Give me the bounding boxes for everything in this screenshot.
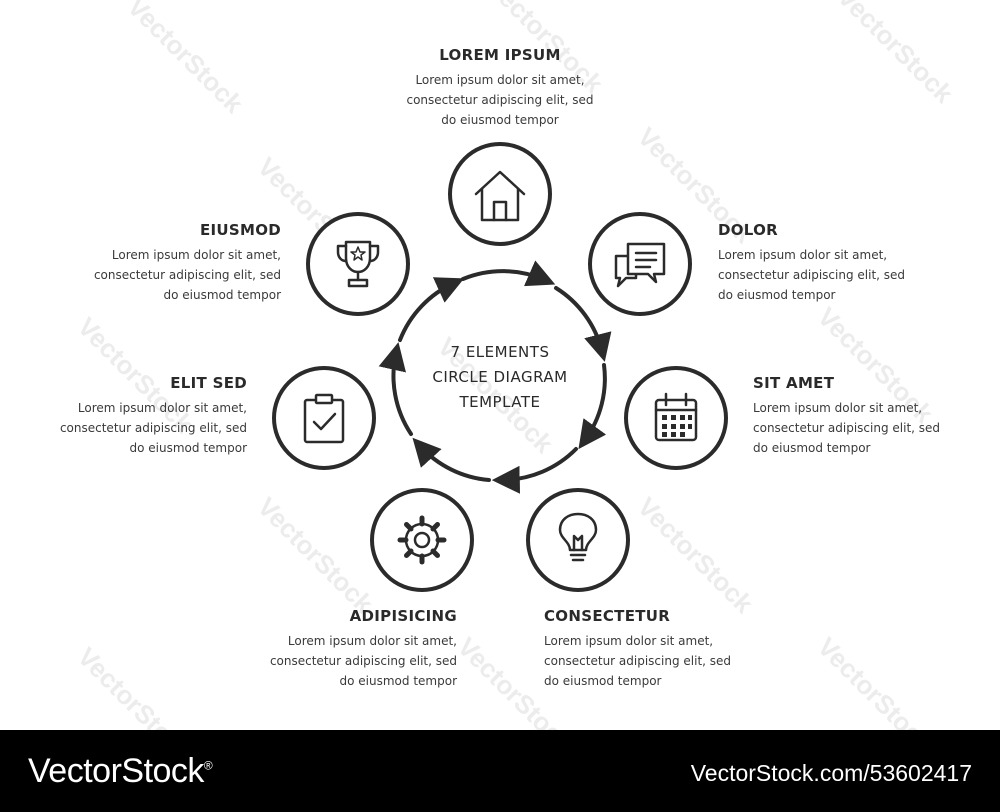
description-line: do eiusmod tempor xyxy=(339,674,457,688)
description-line: do eiusmod tempor xyxy=(163,288,281,302)
element-description: Lorem ipsum dolor sit amet, consectetur … xyxy=(753,398,983,458)
cycle-arrow xyxy=(398,277,465,342)
element-description: Lorem ipsum dolor sit amet, consectetur … xyxy=(227,631,457,691)
description-line: consectetur adipiscing elit, sed xyxy=(753,421,941,435)
element-circle-lorem-ipsum xyxy=(448,142,552,246)
footer-bar: VectorStock® VectorStock.com/53602417 xyxy=(0,730,1000,812)
element-circle-eiusmod xyxy=(306,212,410,316)
image-reference-link[interactable]: VectorStock.com/53602417 xyxy=(690,760,972,786)
description-line: do eiusmod tempor xyxy=(129,441,247,455)
element-title: EIUSMOD xyxy=(199,221,281,239)
description-line: Lorem ipsum dolor sit amet, xyxy=(415,73,585,87)
brand-registered-mark: ® xyxy=(203,758,213,773)
element-title: SIT AMET xyxy=(753,374,835,392)
label-consectetur: CONSECTETUR Lorem ipsum dolor sit amet, … xyxy=(544,607,774,691)
brand-logo[interactable]: VectorStock® xyxy=(28,752,213,791)
diagram-svg xyxy=(272,142,728,592)
description-line: consectetur adipiscing elit, sed xyxy=(93,268,281,282)
gear-icon xyxy=(397,515,447,565)
lightbulb-icon xyxy=(558,512,598,562)
element-title: ELIT SED xyxy=(170,374,247,392)
cycle-arrow xyxy=(554,286,612,362)
description-line: consectetur adipiscing elit, sed xyxy=(544,654,732,668)
description-line: do eiusmod tempor xyxy=(441,113,559,127)
element-title: LOREM IPSUM xyxy=(439,46,561,64)
cycle-arrow xyxy=(378,342,413,436)
element-description: Lorem ipsum dolor sit amet, consectetur … xyxy=(544,631,774,691)
description-line: Lorem ipsum dolor sit amet, xyxy=(753,401,923,415)
description-line: Lorem ipsum dolor sit amet, xyxy=(111,248,281,262)
description-line: do eiusmod tempor xyxy=(753,441,871,455)
description-line: Lorem ipsum dolor sit amet, xyxy=(544,634,714,648)
element-title: ADIPISICING xyxy=(349,607,457,625)
element-description: Lorem ipsum dolor sit amet, consectetur … xyxy=(718,245,948,305)
description-line: consectetur adipiscing elit, sed xyxy=(406,93,594,107)
element-title: CONSECTETUR xyxy=(544,607,671,625)
cycle-arrow xyxy=(412,437,491,482)
cycle-arrows xyxy=(378,260,612,494)
description-line: Lorem ipsum dolor sit amet, xyxy=(77,401,247,415)
description-line: consectetur adipiscing elit, sed xyxy=(59,421,247,435)
center-title: 7 ELEMENTS CIRCLE DIAGRAM TEMPLATE xyxy=(400,340,600,415)
calendar-icon xyxy=(654,392,698,442)
element-description: Lorem ipsum dolor sit amet, consectetur … xyxy=(17,398,247,458)
description-line: do eiusmod tempor xyxy=(544,674,662,688)
cycle-arrow xyxy=(491,447,578,494)
description-line: Lorem ipsum dolor sit amet, xyxy=(287,634,457,648)
description-line: do eiusmod tempor xyxy=(718,288,836,302)
chat-bubbles-icon xyxy=(614,242,666,288)
element-description: Lorem ipsum dolor sit amet, consectetur … xyxy=(51,245,281,305)
element-circle-elit-sed xyxy=(272,366,376,470)
center-title-line: 7 ELEMENTS xyxy=(450,343,550,361)
label-adipisicing: ADIPISICING Lorem ipsum dolor sit amet, … xyxy=(227,607,457,691)
center-title-line: CIRCLE DIAGRAM xyxy=(432,368,568,386)
description-line: Lorem ipsum dolor sit amet, xyxy=(718,248,888,262)
label-dolor: DOLOR Lorem ipsum dolor sit amet, consec… xyxy=(718,221,948,305)
clipboard-check-icon xyxy=(303,393,345,444)
element-circle-adipisicing xyxy=(370,488,474,592)
center-title-line: TEMPLATE xyxy=(459,393,541,411)
diagram-canvas: VectorStock VectorStock VectorStock Vect… xyxy=(17,0,983,769)
description-line: consectetur adipiscing elit, sed xyxy=(718,268,906,282)
label-eiusmod: EIUSMOD Lorem ipsum dolor sit amet, cons… xyxy=(51,221,281,305)
label-sit-amet: SIT AMET Lorem ipsum dolor sit amet, con… xyxy=(753,374,983,458)
brand-name: VectorStock xyxy=(28,752,204,790)
home-icon xyxy=(474,170,526,222)
element-title: DOLOR xyxy=(718,221,779,239)
label-elit-sed: ELIT SED Lorem ipsum dolor sit amet, con… xyxy=(17,374,247,458)
label-lorem-ipsum: LOREM IPSUM Lorem ipsum dolor sit amet, … xyxy=(385,46,615,130)
cycle-arrow xyxy=(461,260,556,287)
element-description: Lorem ipsum dolor sit amet, consectetur … xyxy=(385,70,615,130)
trophy-icon xyxy=(336,240,380,288)
description-line: consectetur adipiscing elit, sed xyxy=(269,654,457,668)
cycle-arrow xyxy=(578,363,607,450)
